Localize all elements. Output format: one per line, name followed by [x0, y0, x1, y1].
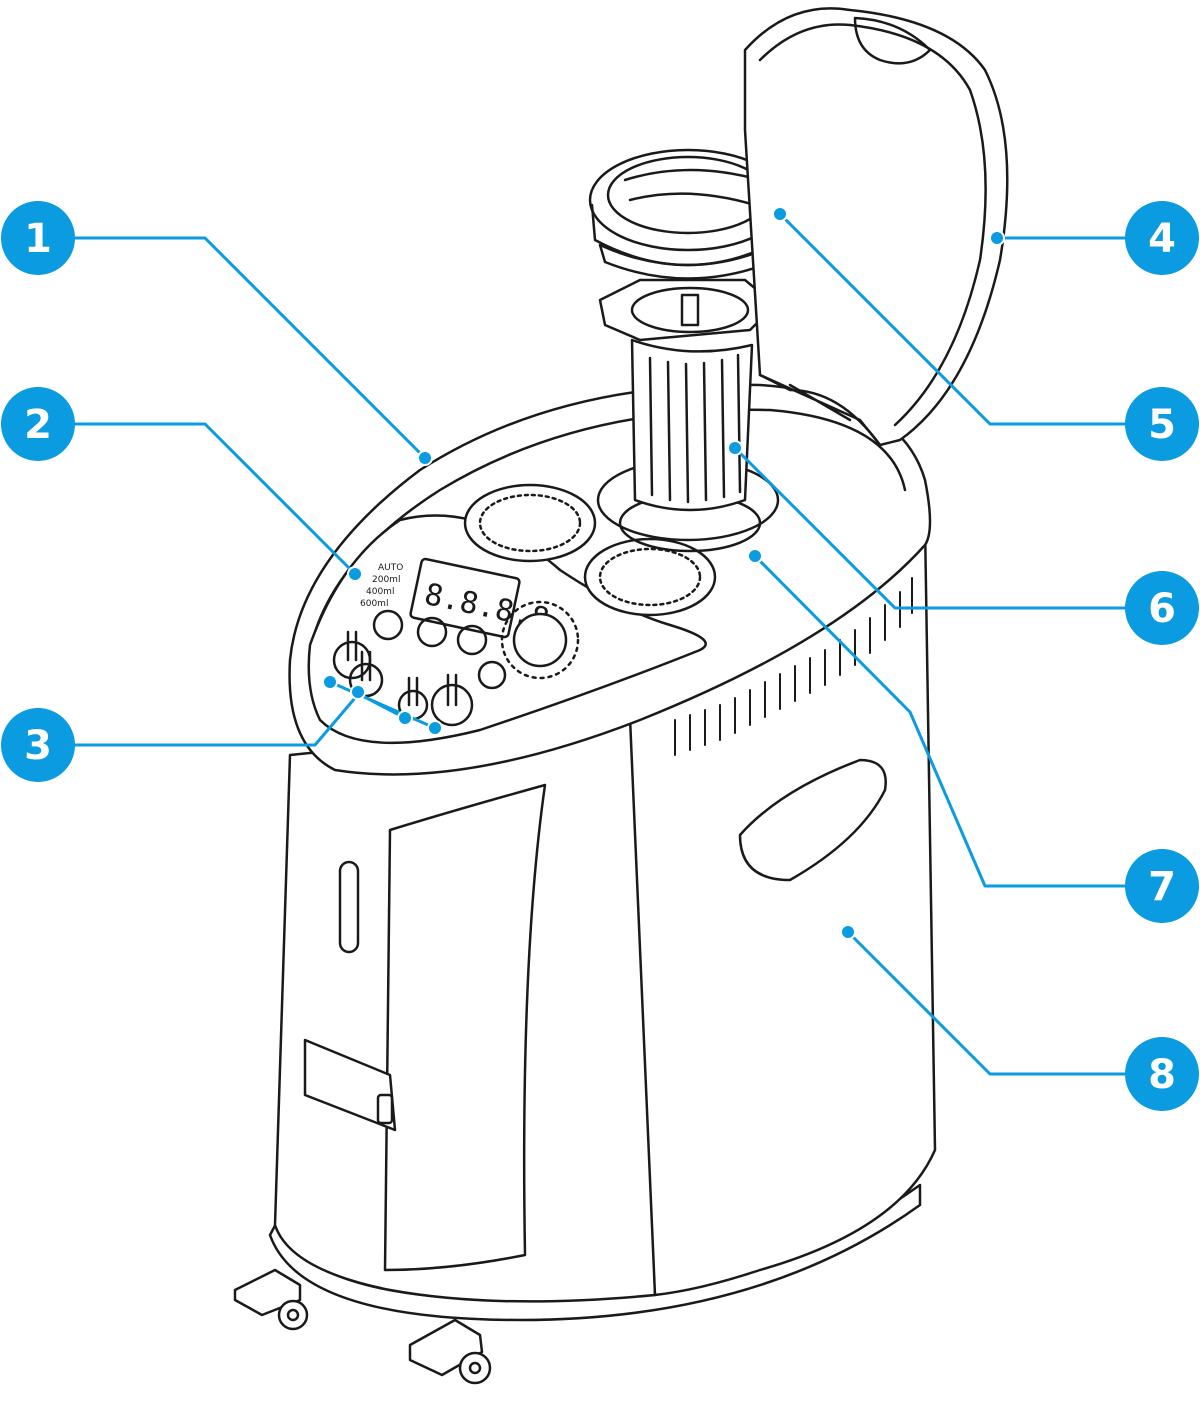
callout-6: 6 [1125, 571, 1199, 645]
hinged-lid [743, 7, 1009, 447]
leader-dot-7 [747, 548, 763, 564]
leader-dot-6 [727, 440, 743, 456]
callout-2-number: 2 [24, 402, 52, 448]
leader-dot-2 [347, 566, 363, 582]
leader-line-6 [733, 446, 1132, 610]
callout-1: 1 [1, 201, 75, 275]
caster-wheels [233, 1268, 492, 1385]
leader-dot-5 [772, 206, 788, 222]
leader-line-2 [68, 422, 357, 576]
leader-dot-3a [322, 674, 338, 690]
side-latch [303, 1038, 397, 1132]
digit-display [409, 557, 521, 639]
cup-well-rear [463, 483, 597, 563]
callout-7: 7 [1125, 849, 1199, 923]
callout-2: 2 [1, 387, 75, 461]
left-body-panel [273, 718, 657, 1303]
panel-button-3 [456, 624, 488, 656]
callout-3: 3 [1, 708, 75, 782]
panel-button-2 [416, 616, 448, 648]
leader-dot-3b [350, 684, 366, 700]
leader-line-5 [778, 212, 1132, 426]
device-illustration: AUTO 200ml 400ml 600ml 8.8.8.8 [233, 7, 1009, 1385]
leader-line-3 [68, 696, 357, 747]
side-recess [383, 783, 547, 1272]
control-knob [512, 612, 568, 668]
leader-lines [68, 212, 1132, 1076]
leader-dot-3d [427, 720, 443, 736]
leader-line-1 [68, 236, 427, 460]
callout-3-number: 3 [24, 723, 52, 769]
front-handle-cutout [738, 758, 887, 882]
callout-5-number: 5 [1148, 402, 1176, 448]
mode-label-1: 200ml [372, 575, 400, 585]
leader-dots [322, 206, 1005, 940]
callout-8: 8 [1125, 1037, 1199, 1111]
panel-button-4 [477, 660, 507, 690]
panel-button-1 [372, 609, 404, 641]
callout-1-number: 1 [24, 216, 52, 262]
cup-well-front [583, 537, 717, 617]
leader-dot-3c [397, 710, 413, 726]
callout-6-number: 6 [1148, 586, 1176, 632]
callout-5: 5 [1125, 387, 1199, 461]
mode-label-0: AUTO [378, 563, 403, 573]
leader-line-7 [753, 554, 1132, 888]
leader-dot-1 [417, 450, 433, 466]
leader-dot-4 [989, 230, 1005, 246]
leader-line-8 [846, 930, 1132, 1076]
mode-label-2: 400ml [366, 587, 394, 597]
nozzles [332, 630, 474, 727]
screw-cap [588, 148, 788, 280]
callout-4-number: 4 [1148, 216, 1176, 262]
callout-badges: 1 2 3 4 5 6 7 8 [1, 201, 1199, 1111]
callout-8-number: 8 [1148, 1052, 1176, 1098]
side-handle-slot [338, 860, 360, 954]
mode-label-3: 600ml [360, 599, 388, 609]
callout-4: 4 [1125, 201, 1199, 275]
leader-dot-8 [840, 924, 856, 940]
callout-7-number: 7 [1148, 864, 1176, 910]
